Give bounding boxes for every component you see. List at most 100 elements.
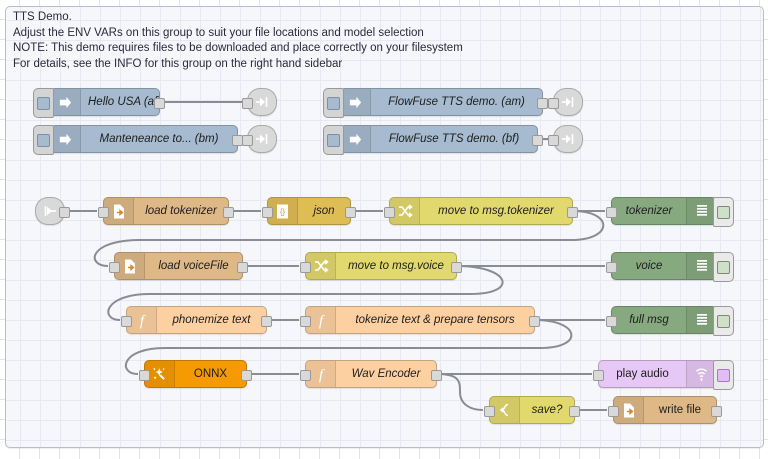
switch-node-save[interactable]: save? <box>484 396 580 424</box>
json-node-label: json <box>313 205 335 217</box>
file-out-icon <box>614 397 644 423</box>
file-out-node-label: write file <box>658 404 702 416</box>
link-out-icon <box>248 89 276 115</box>
output-port[interactable] <box>59 207 70 218</box>
change-shuffle-icon <box>390 198 420 224</box>
link-out-node-2[interactable] <box>242 125 277 153</box>
input-port[interactable] <box>606 207 617 218</box>
audio-enable-toggle[interactable] <box>713 360 734 390</box>
onnx-node[interactable]: ONNX <box>139 360 252 388</box>
switch-node-label: save? <box>531 404 563 416</box>
output-port[interactable] <box>154 98 165 109</box>
link-out-node-4[interactable] <box>548 125 583 153</box>
function-node-label: phonemize text <box>172 314 251 326</box>
file-out-node-write-file[interactable]: write file <box>608 396 722 424</box>
change-shuffle-icon <box>306 253 336 279</box>
toggle-square-icon <box>717 205 730 219</box>
inject-button-square-icon <box>327 133 340 147</box>
link-out-node-1[interactable] <box>242 88 277 116</box>
inject-button-square-icon <box>327 96 340 110</box>
input-port[interactable] <box>300 262 311 273</box>
change-node-move-to-tokenizer[interactable]: move to msg.tokenizer <box>384 197 578 225</box>
inject-node-label: FlowFuse TTS demo. (bf) <box>388 133 520 145</box>
input-port[interactable] <box>121 316 132 327</box>
function-node-label: Wav Encoder <box>351 368 421 380</box>
output-port[interactable] <box>241 370 252 381</box>
inject-arrow-icon <box>51 126 81 152</box>
debug-node-voice[interactable]: voice <box>606 252 734 282</box>
file-in-node-load-voicefile[interactable]: load voiceFile <box>109 252 248 280</box>
input-port[interactable] <box>606 262 617 273</box>
inject-node-label: Hello USA (af) <box>88 96 159 108</box>
input-port[interactable] <box>109 262 120 273</box>
link-in-node-1[interactable] <box>35 197 70 225</box>
change-node-move-to-voice[interactable]: move to msg.voice <box>300 252 462 280</box>
inject-arrow-icon <box>341 126 371 152</box>
input-port[interactable] <box>548 135 559 146</box>
function-f-icon: f <box>306 361 336 387</box>
output-port[interactable] <box>345 207 356 218</box>
function-node-tokenize-prepare-tensors[interactable]: f tokenize text & prepare tensors <box>300 306 540 334</box>
input-port[interactable] <box>98 207 109 218</box>
output-port[interactable] <box>261 316 272 327</box>
link-out-node-3[interactable] <box>548 88 583 116</box>
input-port[interactable] <box>300 370 311 381</box>
function-node-wav-encoder[interactable]: f Wav Encoder <box>300 360 442 388</box>
file-in-icon <box>115 253 145 279</box>
input-port[interactable] <box>606 316 617 327</box>
input-port[interactable] <box>593 370 604 381</box>
toggle-square-icon <box>717 314 730 328</box>
output-port[interactable] <box>711 406 722 417</box>
input-port[interactable] <box>384 207 395 218</box>
json-node[interactable]: {} json <box>262 197 356 225</box>
output-port[interactable] <box>567 207 578 218</box>
change-node-label: move to msg.voice <box>348 260 444 272</box>
output-port[interactable] <box>529 316 540 327</box>
input-port[interactable] <box>242 135 253 146</box>
debug-bars-icon <box>686 253 716 279</box>
inject-node-flowfuse-am[interactable]: FlowFuse TTS demo. (am) <box>323 88 548 118</box>
output-port[interactable] <box>223 207 234 218</box>
input-port[interactable] <box>548 98 559 109</box>
output-port[interactable] <box>451 262 462 273</box>
output-port[interactable] <box>532 135 543 146</box>
function-node-label: tokenize text & prepare tensors <box>355 314 515 326</box>
inject-trigger-button[interactable] <box>33 125 54 155</box>
output-port[interactable] <box>569 406 580 417</box>
inject-arrow-icon <box>341 89 371 115</box>
file-in-node-label: load voiceFile <box>158 260 229 272</box>
file-in-node-load-tokenizer[interactable]: load tokenizer <box>98 197 234 225</box>
inject-trigger-button[interactable] <box>33 88 54 118</box>
input-port[interactable] <box>300 316 311 327</box>
link-out-icon <box>554 126 582 152</box>
svg-text:{}: {} <box>280 207 286 216</box>
input-port[interactable] <box>262 207 273 218</box>
debug-enable-toggle[interactable] <box>713 197 734 227</box>
debug-node-tokenizer[interactable]: tokenizer <box>606 197 734 227</box>
input-port[interactable] <box>139 370 150 381</box>
inject-node-maintenance[interactable]: Manteneance to... (bm) <box>33 125 243 155</box>
inject-node-hello-usa[interactable]: Hello USA (af) <box>33 88 165 118</box>
inject-node-label: FlowFuse TTS demo. (am) <box>388 96 525 108</box>
input-port[interactable] <box>608 406 619 417</box>
debug-node-label: tokenizer <box>625 205 673 217</box>
inject-node-flowfuse-bf[interactable]: FlowFuse TTS demo. (bf) <box>323 125 543 155</box>
link-out-icon <box>248 126 276 152</box>
debug-node-label: full msg <box>629 314 669 326</box>
inject-trigger-button[interactable] <box>323 88 344 118</box>
debug-enable-toggle[interactable] <box>713 306 734 336</box>
debug-enable-toggle[interactable] <box>713 252 734 282</box>
output-port[interactable] <box>431 370 442 381</box>
output-port[interactable] <box>237 262 248 273</box>
inject-node-label: Manteneance to... (bm) <box>99 133 219 145</box>
inject-trigger-button[interactable] <box>323 125 344 155</box>
group-comment-text: TTS Demo. Adjust the ENV VARs on this gr… <box>13 11 463 70</box>
debug-node-full-msg[interactable]: full msg <box>606 306 734 336</box>
function-node-phonemize-text[interactable]: f phonemize text <box>121 306 272 334</box>
debug-node-label: voice <box>635 260 663 272</box>
input-port[interactable] <box>242 98 253 109</box>
audio-out-node-play-audio[interactable]: play audio <box>593 360 734 390</box>
input-port[interactable] <box>484 406 495 417</box>
output-port[interactable] <box>537 98 548 109</box>
